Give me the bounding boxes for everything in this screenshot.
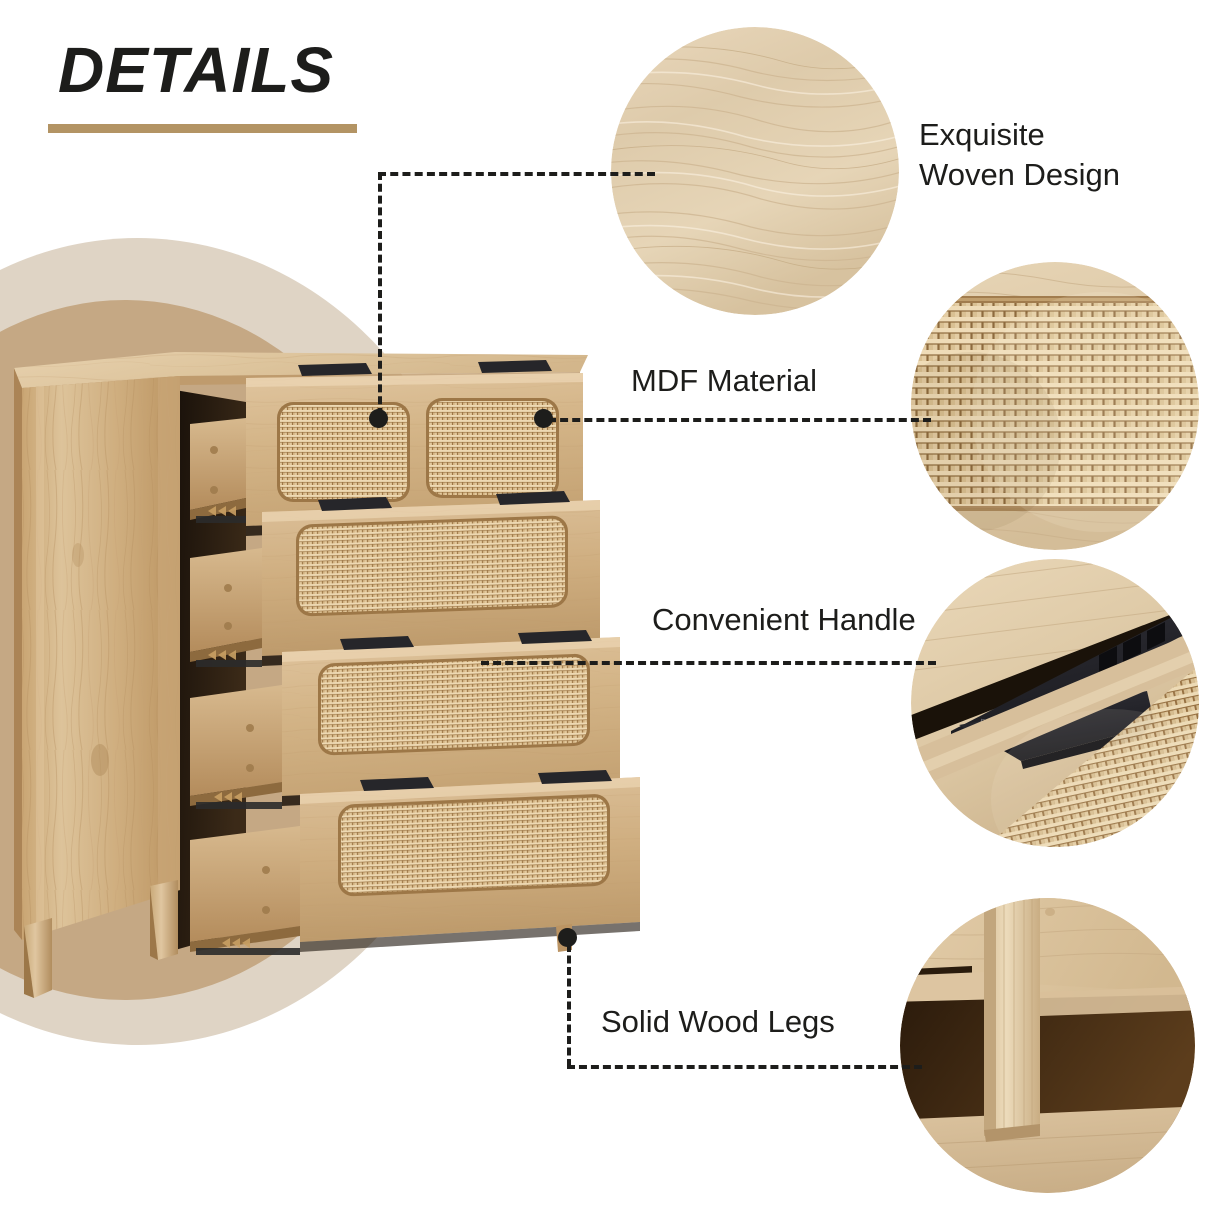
connector-line-legs-vertical <box>567 944 571 1067</box>
connector-dot-woven <box>369 409 388 428</box>
product-legs <box>24 880 572 998</box>
page-title: DETAILS <box>58 34 335 106</box>
detail-circle-rattan-weave <box>911 262 1199 550</box>
drawer-front-4 <box>300 770 640 952</box>
callout-label-solid-wood-legs: Solid Wood Legs <box>601 1004 835 1039</box>
title-underline-rule <box>48 124 357 133</box>
callout-label-convenient-handle: Convenient Handle <box>652 602 916 637</box>
connector-line-mdf <box>548 418 931 422</box>
callout-label-woven-design: Exquisite Woven Design <box>919 117 1121 193</box>
drawer-front-2 <box>262 491 600 666</box>
detail-circle-wood-grain <box>611 27 899 315</box>
connector-dot-mdf <box>534 409 553 428</box>
connector-line-handle <box>481 661 936 665</box>
connector-dot-legs <box>558 928 577 947</box>
connector-line-woven-horizontal <box>378 172 655 176</box>
callout-label-mdf-material: MDF Material <box>631 363 818 398</box>
detail-circle-wood-leg <box>900 898 1195 1193</box>
connector-line-woven-vertical <box>378 172 382 416</box>
product-image-dresser <box>14 352 640 998</box>
detail-circle-handle: nou <box>911 559 1199 847</box>
connector-line-legs-horizontal <box>567 1065 922 1069</box>
